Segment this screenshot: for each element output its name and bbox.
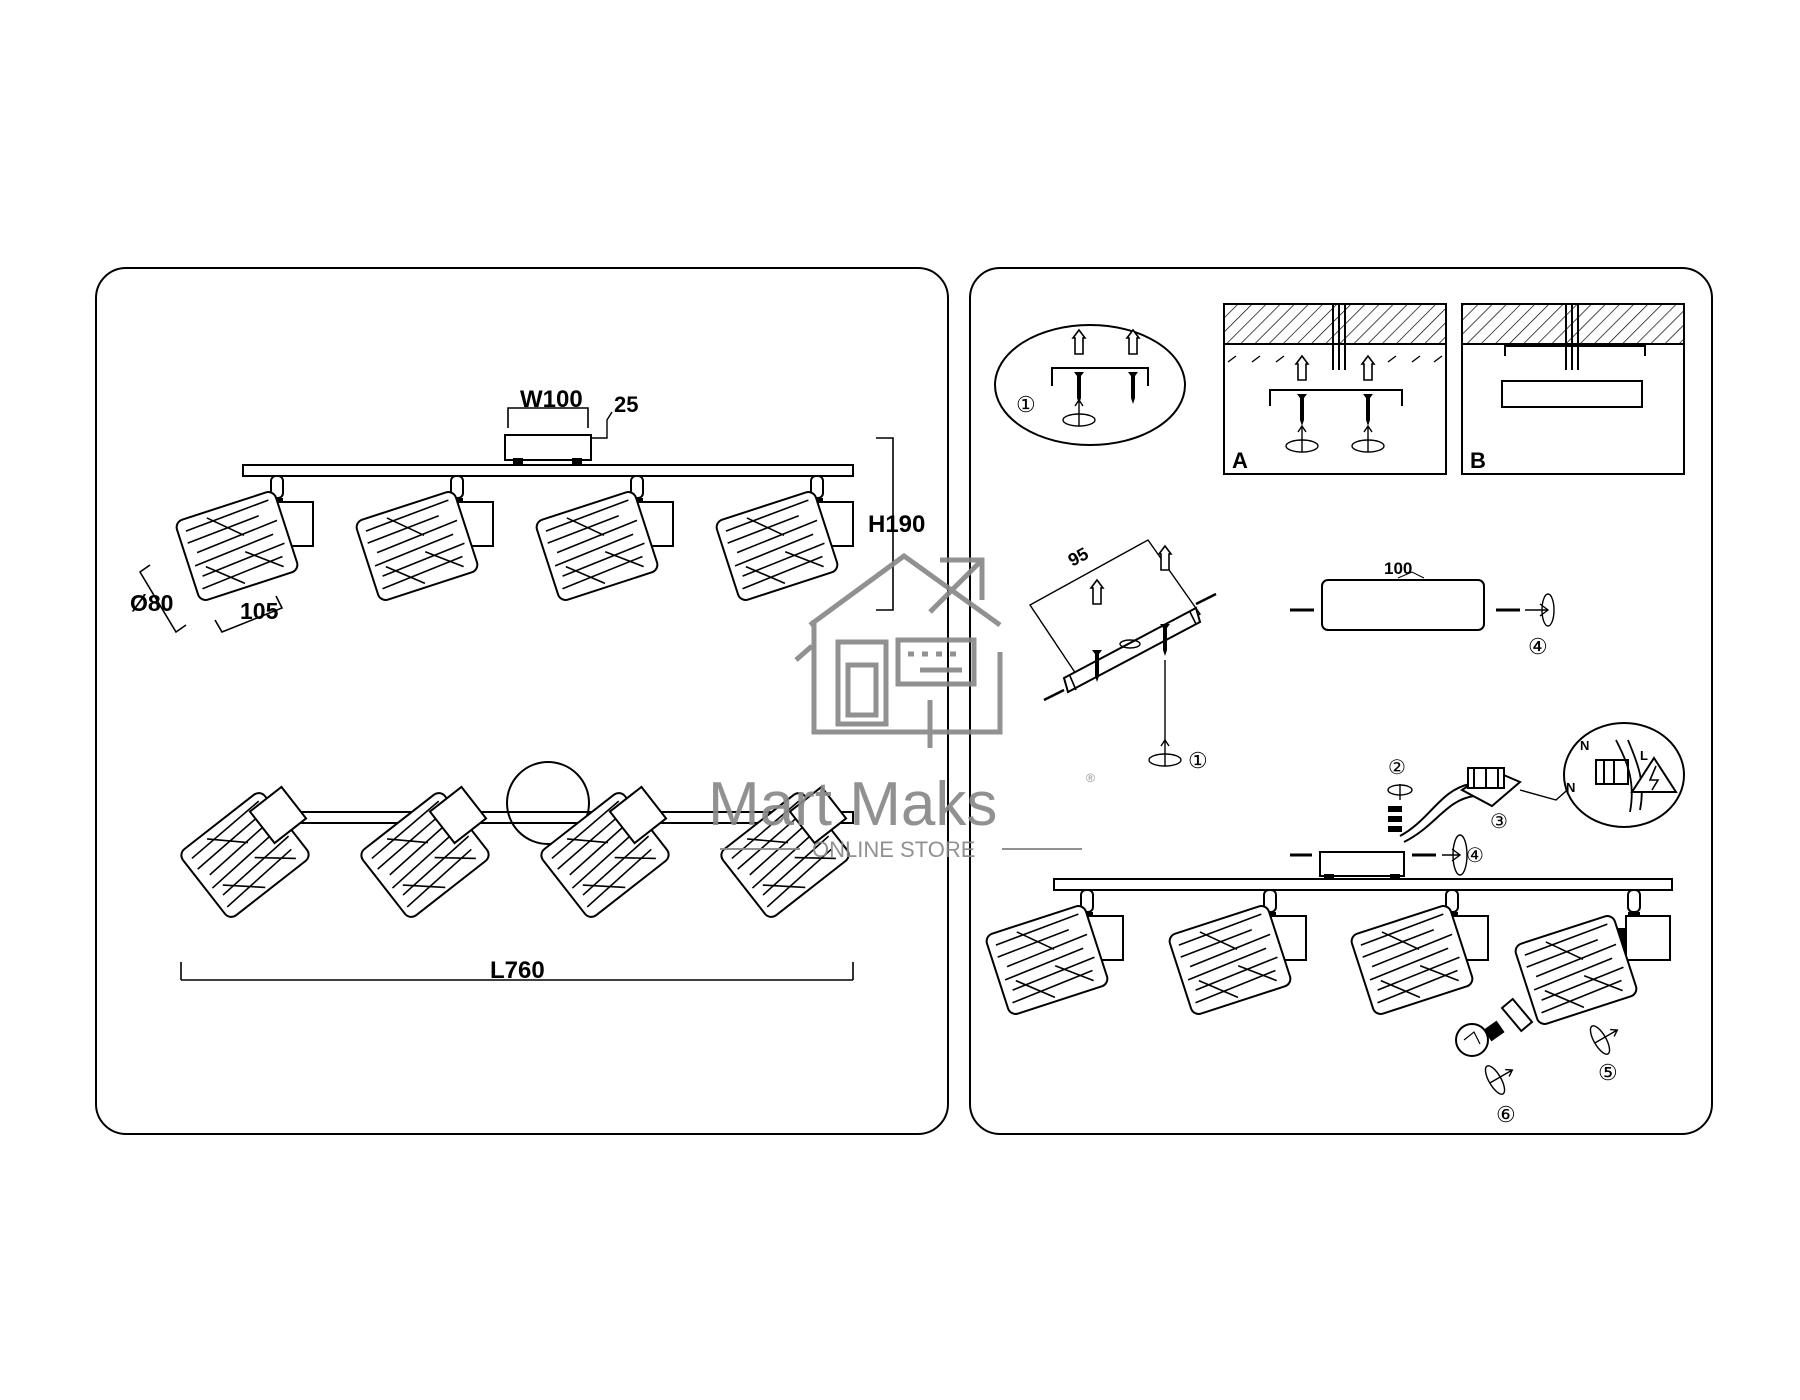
watermark-brand: Mart Maks <box>708 770 997 839</box>
spotlight-front-4 <box>715 476 853 602</box>
mounting-bracket: 95 ① <box>1028 539 1217 773</box>
light-bulb <box>1455 1020 1505 1057</box>
diameter-dimension-label: Ø80 <box>130 590 173 616</box>
watermark: Mart Maks ® ONLINE STORE <box>708 552 1095 862</box>
dimensions-panel <box>95 267 949 1135</box>
step1-bracket-label: ① <box>1188 748 1208 773</box>
bracket-width-label: 95 <box>1065 543 1092 570</box>
step5-label: ⑤ <box>1598 1060 1618 1085</box>
base-height-dimension-label: 25 <box>614 392 638 417</box>
watermark-tagline: ONLINE STORE <box>812 837 975 862</box>
step1-inset-label: ① <box>1016 392 1036 417</box>
width-dimension-label: W100 <box>520 386 583 413</box>
house-logo-icon <box>794 552 1003 748</box>
watermark-registered: ® <box>1086 771 1095 785</box>
mounting-bar-front-view <box>242 464 854 477</box>
neutral-label-1: N <box>1580 738 1589 753</box>
canopy-front-view <box>504 434 592 464</box>
top-view <box>177 761 854 922</box>
live-label: L <box>1640 748 1648 763</box>
panel-b-label: B <box>1470 448 1486 473</box>
shade-length-dimension-label: 105 <box>240 598 279 624</box>
installation-panel <box>969 267 1713 1135</box>
spotlight-front-1 <box>175 476 313 602</box>
wiring-detail: N L N ② ③ <box>1387 722 1685 843</box>
step4-assembly-label: ④ <box>1466 845 1484 867</box>
length-dimension-label: L760 <box>490 957 545 984</box>
spotlight-front-2 <box>355 476 493 602</box>
step1-detail: ① <box>994 324 1186 446</box>
plate-width-label: 100 <box>1384 559 1412 578</box>
height-dimension-label: H190 <box>868 511 925 538</box>
ceiling-detail-a: A <box>1223 303 1447 475</box>
spotlight-front-3 <box>535 476 673 602</box>
step4-plate-label: ④ <box>1528 634 1548 659</box>
ceiling-detail-b: B <box>1461 303 1685 475</box>
step6-label: ⑥ <box>1496 1102 1516 1127</box>
neutral-label-2: N <box>1566 780 1575 795</box>
canopy-plate: 100 ④ <box>1290 559 1555 659</box>
panel-a-label: A <box>1232 448 1248 473</box>
assembly-view: ④ ⑤ ⑥ <box>985 834 1673 1127</box>
step2-label: ② <box>1388 757 1406 779</box>
step3-label: ③ <box>1490 811 1508 833</box>
